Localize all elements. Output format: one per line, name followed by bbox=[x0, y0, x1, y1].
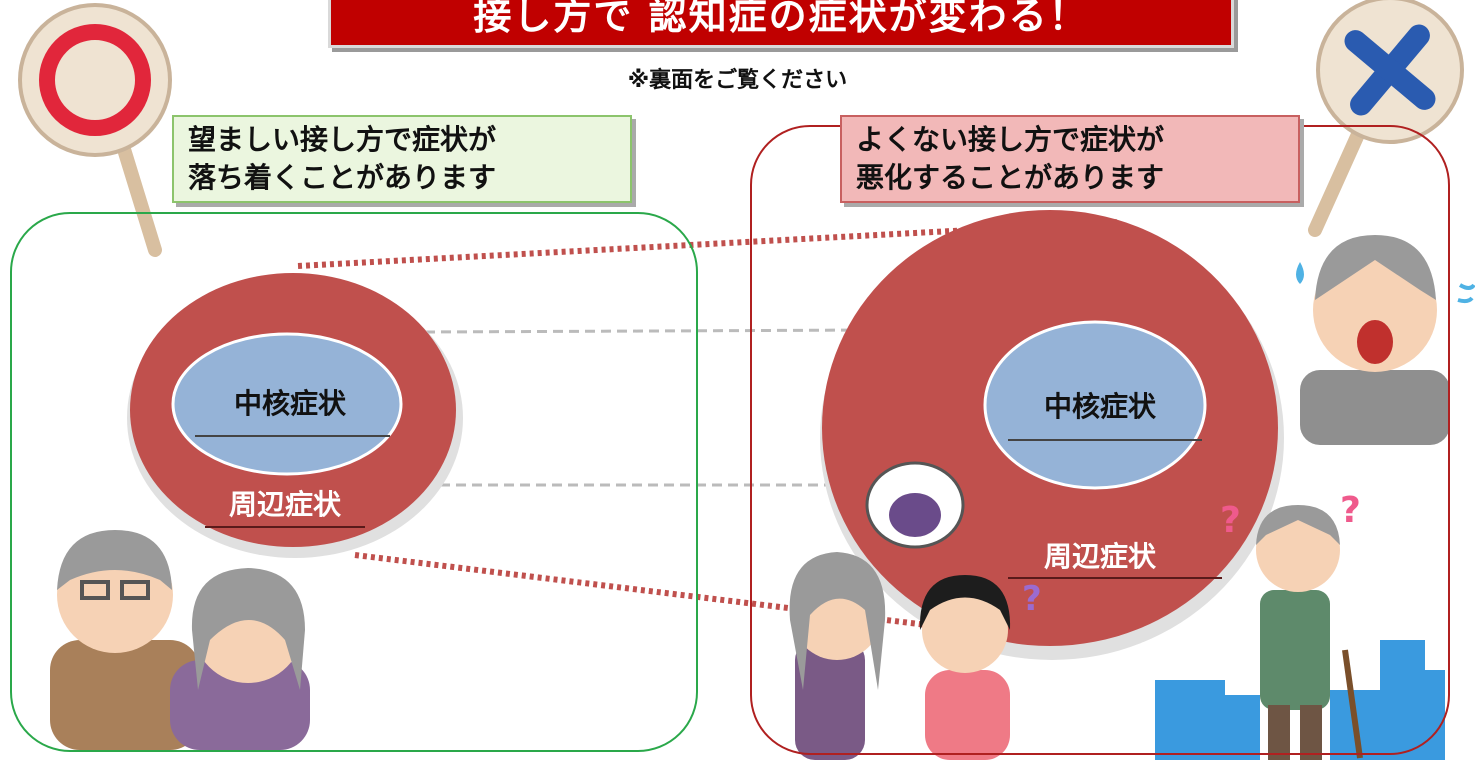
good-caption-line1: 望ましい接し方で症状が bbox=[188, 123, 497, 156]
good-approach-panel bbox=[10, 212, 698, 752]
cross-sign-icon bbox=[1308, 0, 1464, 237]
forgetful-elder-illustration bbox=[789, 461, 965, 760]
bad-caption-line2: 悪化することがあります bbox=[856, 161, 1165, 194]
confused-elder-illustration: ? ? bbox=[1220, 490, 1363, 760]
good-peripheral-symptom-label: 周辺症状 bbox=[228, 488, 341, 521]
good-symptom-diagram bbox=[127, 273, 463, 558]
back-side-note: ※裏面をご覧ください bbox=[627, 68, 848, 93]
circle-sign-icon bbox=[18, 3, 172, 257]
worried-caregiver-illustration: ? bbox=[919, 575, 1042, 760]
bad-approach-panel bbox=[750, 125, 1450, 755]
upset-elder-illustration bbox=[1296, 235, 1475, 445]
caring-couple-illustration bbox=[50, 530, 310, 750]
bad-peripheral-symptom-label: 周辺症状 bbox=[1043, 540, 1156, 573]
good-approach-caption: 望ましい接し方で症状が 落ち着くことがあります bbox=[172, 115, 632, 203]
bad-core-symptom-label: 中核症状 bbox=[1043, 390, 1156, 423]
bad-approach-caption: よくない接し方で症状が 悪化することがあります bbox=[840, 115, 1300, 203]
title-banner: 接し方で 認知症の症状が変わる！ bbox=[328, 0, 1234, 48]
svg-text:?: ? bbox=[1340, 490, 1361, 531]
good-caption-line2: 落ち着くことがあります bbox=[188, 161, 497, 194]
bad-caption-line1: よくない接し方で症状が bbox=[856, 123, 1165, 156]
svg-text:?: ? bbox=[1220, 500, 1241, 541]
good-core-symptom-label: 中核症状 bbox=[233, 387, 346, 420]
svg-text:?: ? bbox=[1022, 579, 1042, 619]
